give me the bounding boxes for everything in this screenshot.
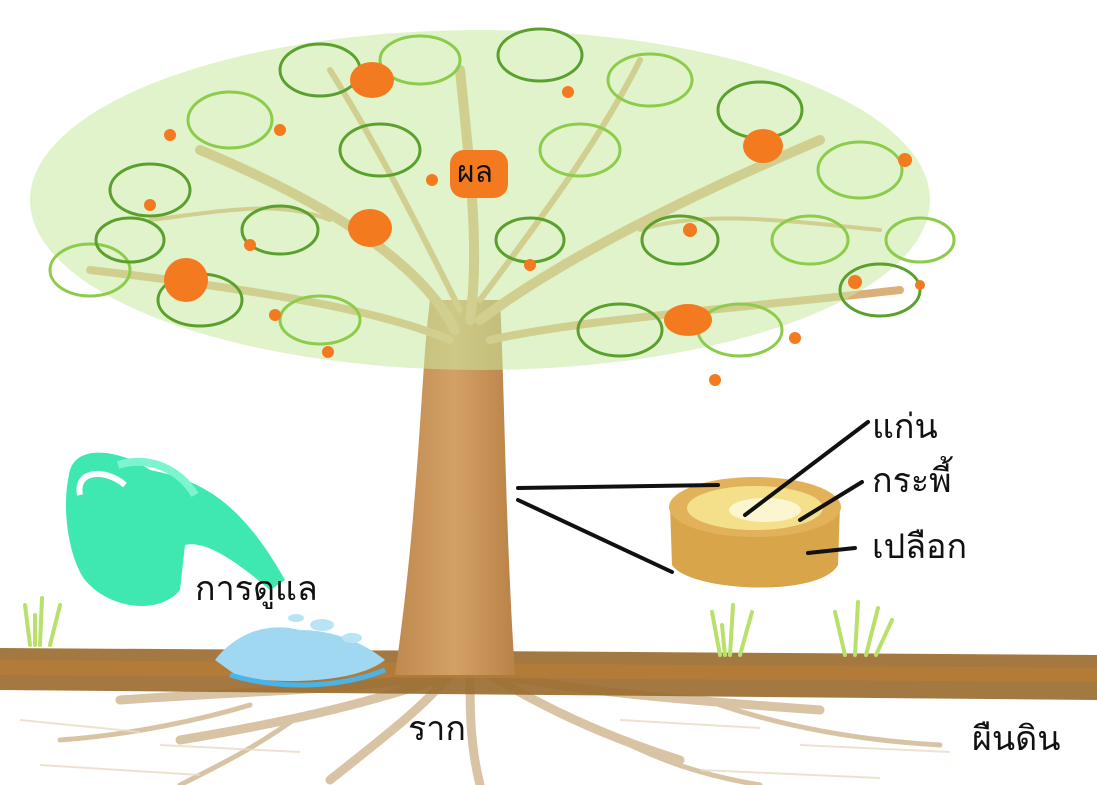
label-soil: ผืนดิน bbox=[972, 722, 1061, 756]
canopy bbox=[30, 29, 954, 370]
label-heartwood: แก่น bbox=[872, 410, 938, 444]
label-root: ราก bbox=[408, 712, 466, 746]
log-cross-section bbox=[669, 477, 841, 588]
label-fruit: ผล bbox=[457, 158, 493, 188]
label-sapwood: กระพี้ bbox=[872, 464, 952, 498]
label-bark: เปลือก bbox=[872, 530, 967, 564]
label-care: การดูแล bbox=[195, 572, 318, 606]
soil bbox=[0, 648, 1097, 778]
